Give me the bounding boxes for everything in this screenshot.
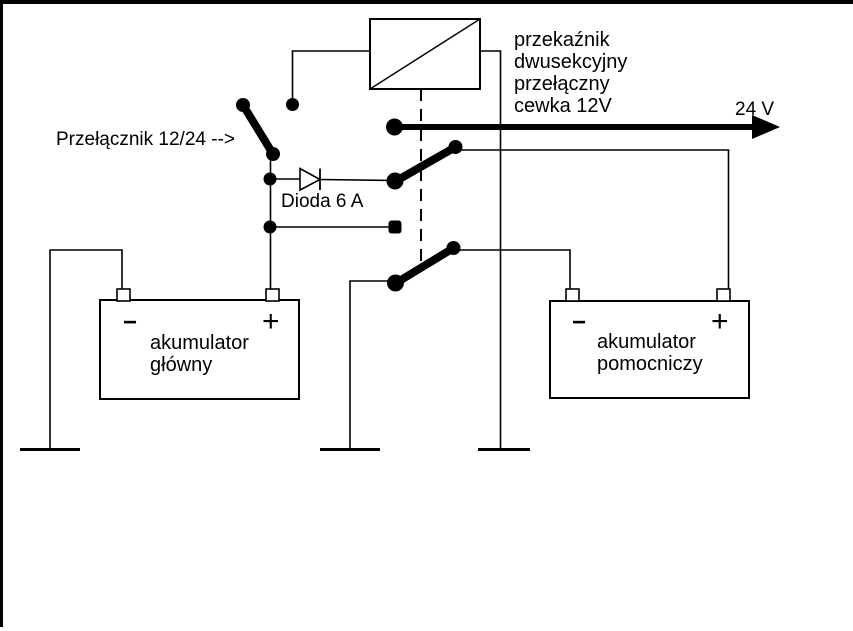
coil-wire-right — [480, 50, 502, 448]
left-border — [0, 0, 3, 627]
main-battery-label-line2: główny — [150, 354, 213, 376]
contact2-lower-terminal-dot — [387, 274, 404, 292]
coil-contact-dot — [286, 98, 299, 111]
main-battery-negative-post — [116, 288, 131, 302]
contact1-to-aux-positive-wire — [456, 149, 730, 290]
relay-symbol — [369, 18, 481, 90]
contact2-to-ground-wire — [349, 280, 396, 448]
relay-label-line2: dwusekcyjny — [514, 51, 628, 73]
main-battery-plus-sign: + — [262, 305, 280, 338]
relay-label-line4: cewka 12V — [514, 95, 612, 117]
relay-label-line1: przekaźnik — [514, 29, 610, 51]
diode-triangle — [299, 167, 322, 192]
selector-switch-blade — [239, 101, 277, 158]
selector-blade-top-dot — [236, 98, 250, 112]
aux-battery-positive-post — [716, 288, 731, 302]
contact1-upper-terminal-dot — [448, 140, 463, 154]
riser-junction-dot — [263, 220, 277, 234]
output-24v-arrow — [397, 115, 780, 139]
aux-battery-minus-sign: − — [572, 309, 587, 336]
aux-battery-plus-sign: + — [711, 305, 729, 338]
contact2-to-aux-negative-wire — [454, 249, 571, 290]
relay-label: przekaźnik dwusekcyjny przełączny cewka … — [514, 29, 627, 117]
contact1-lower-terminal-dot — [386, 172, 404, 190]
relay-contact2-blade — [392, 244, 458, 287]
aux-battery-label-line2: pomocniczy — [597, 353, 703, 375]
selector-blade-bottom-dot — [266, 147, 280, 161]
main-battery-negative-wire — [49, 249, 123, 448]
main-battery-label-line1: akumulator — [150, 332, 249, 354]
arrowhead-24v-icon — [752, 115, 780, 139]
diode-cathode-wire — [319, 178, 395, 182]
top-border — [0, 0, 853, 4]
diode-symbol — [299, 167, 322, 192]
aux-battery-label: akumulator pomocniczy — [597, 331, 703, 375]
aux-battery-label-line1: akumulator — [597, 331, 696, 353]
aux-battery-box — [549, 300, 750, 399]
relay-contact1-blade — [392, 143, 460, 185]
selector-switch-label: Przełącznik 12/24 --> — [56, 129, 235, 150]
diode-junction-dot — [263, 172, 277, 186]
output-voltage-label: 24 V — [735, 99, 775, 120]
output-terminal-dot — [386, 118, 403, 136]
diode-label: Dioda 6 A — [281, 191, 364, 212]
alternate-contact-terminal — [388, 220, 402, 234]
relay-diagonal — [369, 18, 481, 90]
main-battery-label: akumulator główny — [150, 332, 249, 376]
contact2-upper-terminal-dot — [446, 241, 461, 255]
main-battery-minus-sign: − — [123, 309, 138, 336]
main-battery-positive-post — [265, 288, 280, 302]
coil-wire-left — [291, 50, 370, 104]
main-battery-box — [99, 299, 300, 400]
relay-label-line3: przełączny — [514, 73, 610, 95]
aux-battery-negative-post — [565, 288, 580, 302]
